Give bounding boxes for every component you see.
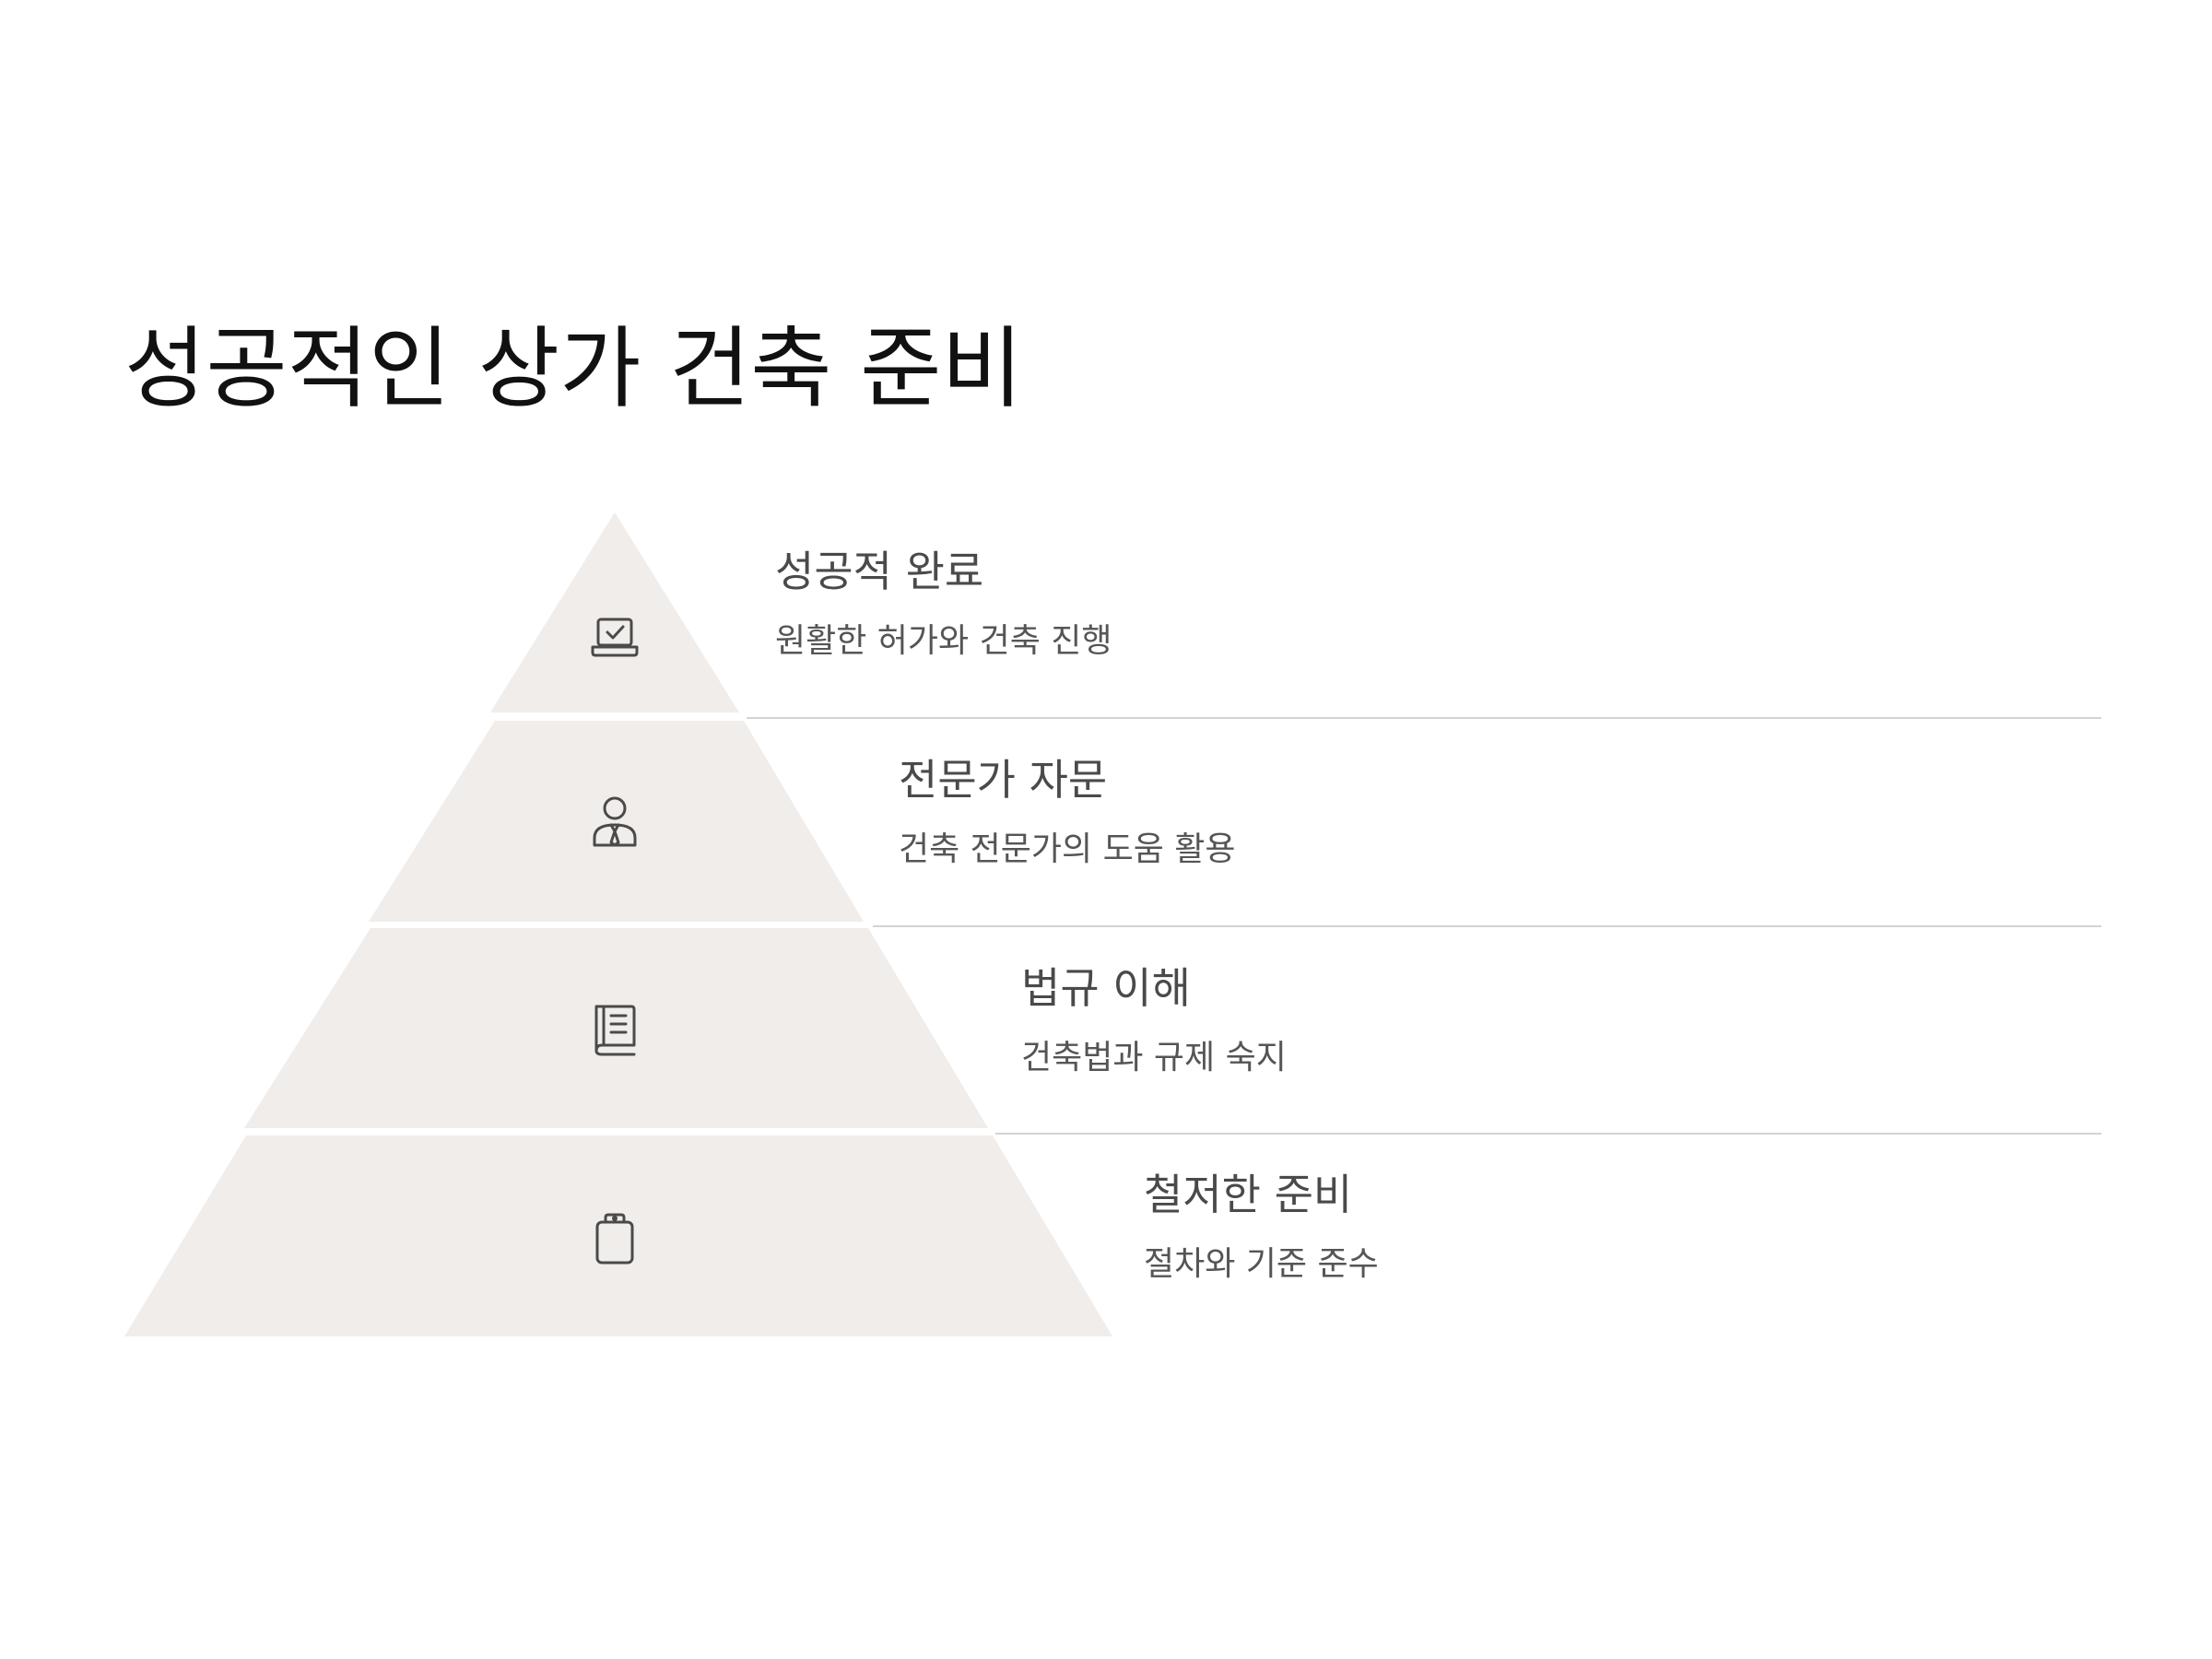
pyramid-tier-3 [244,928,988,1128]
pyramid-tier-4 [124,1135,1112,1336]
pyramid-tier-1 [490,512,739,712]
level-2-text: 전문가 자문 건축 전문가의 도움 활용 [899,752,1236,872]
book-icon [594,1005,636,1056]
clipboard-icon [595,1213,634,1265]
level-4-text: 철저한 준비 절차와 기준 준수 [1144,1167,1379,1287]
level-1-title: 성공적 완료 [775,547,984,596]
level-3-text: 법규 이해 건축법과 규제 숙지 [1021,960,1287,1080]
pyramid-tier-2 [369,721,864,922]
page-title: 성공적인 상가 건축 준비 [124,317,1023,420]
laptop-check-icon [591,618,639,657]
level-1-text: 성공적 완료 원활한 허가와 건축 진행 [775,544,1112,664]
person-tie-icon [593,796,637,847]
level-2-description: 건축 전문가의 도움 활용 [899,830,1236,868]
level-4-title: 철저한 준비 [1144,1170,1353,1219]
level-4-description: 절차와 기준 준수 [1144,1245,1379,1283]
level-2-title: 전문가 자문 [899,755,1108,805]
level-1-description: 원활한 허가와 건축 진행 [775,622,1112,660]
level-3-title: 법규 이해 [1021,963,1191,1013]
level-3-description: 건축법과 규제 숙지 [1021,1039,1287,1077]
